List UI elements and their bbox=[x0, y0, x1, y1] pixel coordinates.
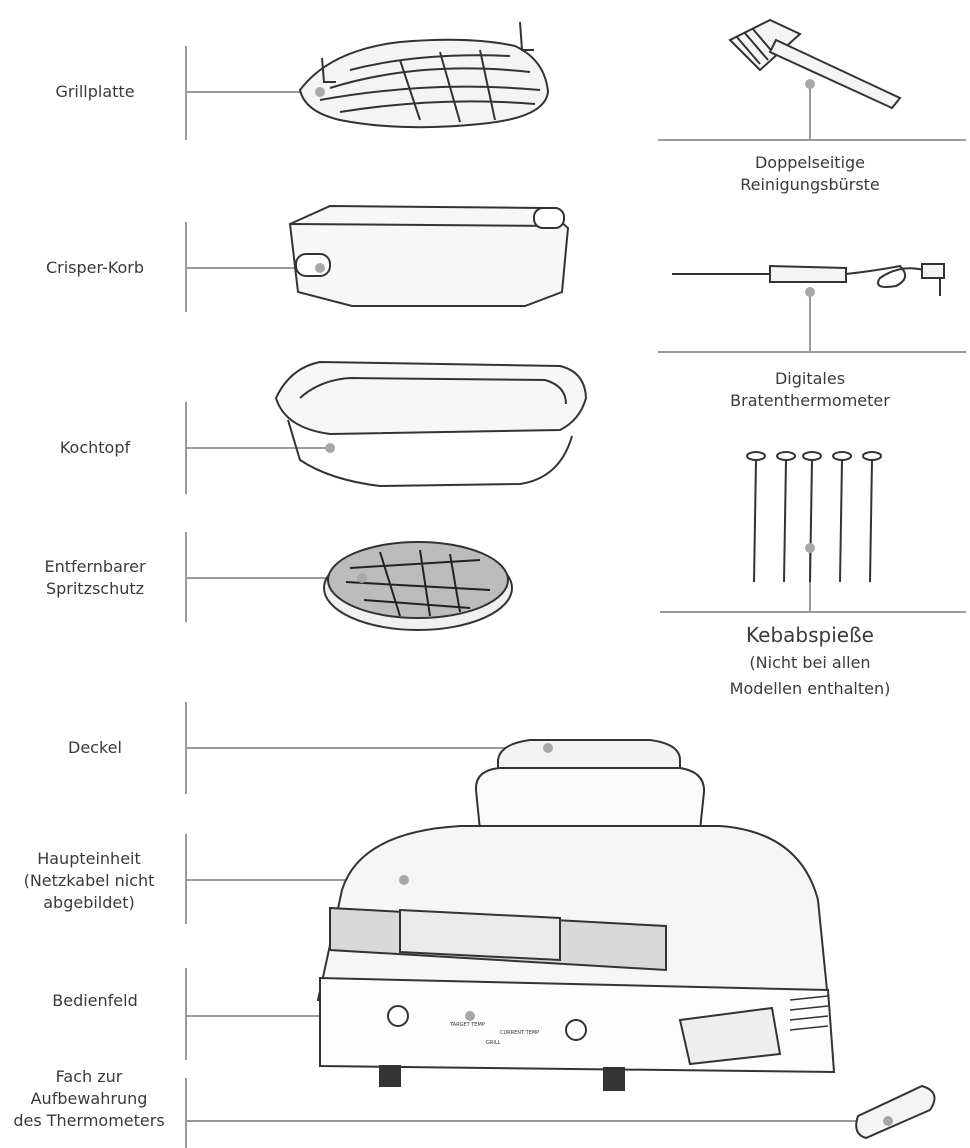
label-bedienfeld: Bedienfeld bbox=[52, 991, 138, 1010]
panel-grill-label: GRILL bbox=[486, 1040, 501, 1046]
label-deckel: Deckel bbox=[68, 738, 122, 757]
main-unit-illustration bbox=[316, 739, 836, 1091]
cleaning-brush-illustration bbox=[728, 18, 902, 110]
splatter-shield-illustration bbox=[323, 541, 513, 631]
storage-compartment-illustration bbox=[855, 1084, 936, 1140]
grill-plate-illustration bbox=[298, 21, 550, 129]
crisper-basket-illustration bbox=[288, 204, 570, 307]
label-kochtopf: Kochtopf bbox=[59, 438, 131, 457]
kebab-skewers-illustration bbox=[746, 451, 882, 583]
cooking-pot-illustration bbox=[274, 360, 588, 488]
label-crisper-korb: Crisper-Korb bbox=[45, 258, 145, 277]
label-grillplatte: Grillplatte bbox=[55, 82, 135, 101]
thermometer-illustration bbox=[672, 263, 945, 296]
panel-current-temp-label: CURRENT TEMP bbox=[500, 1030, 539, 1036]
label-kebabspiesse: Kebabspieße bbox=[746, 623, 874, 647]
panel-target-temp-label: TARGET TEMP bbox=[449, 1022, 485, 1028]
